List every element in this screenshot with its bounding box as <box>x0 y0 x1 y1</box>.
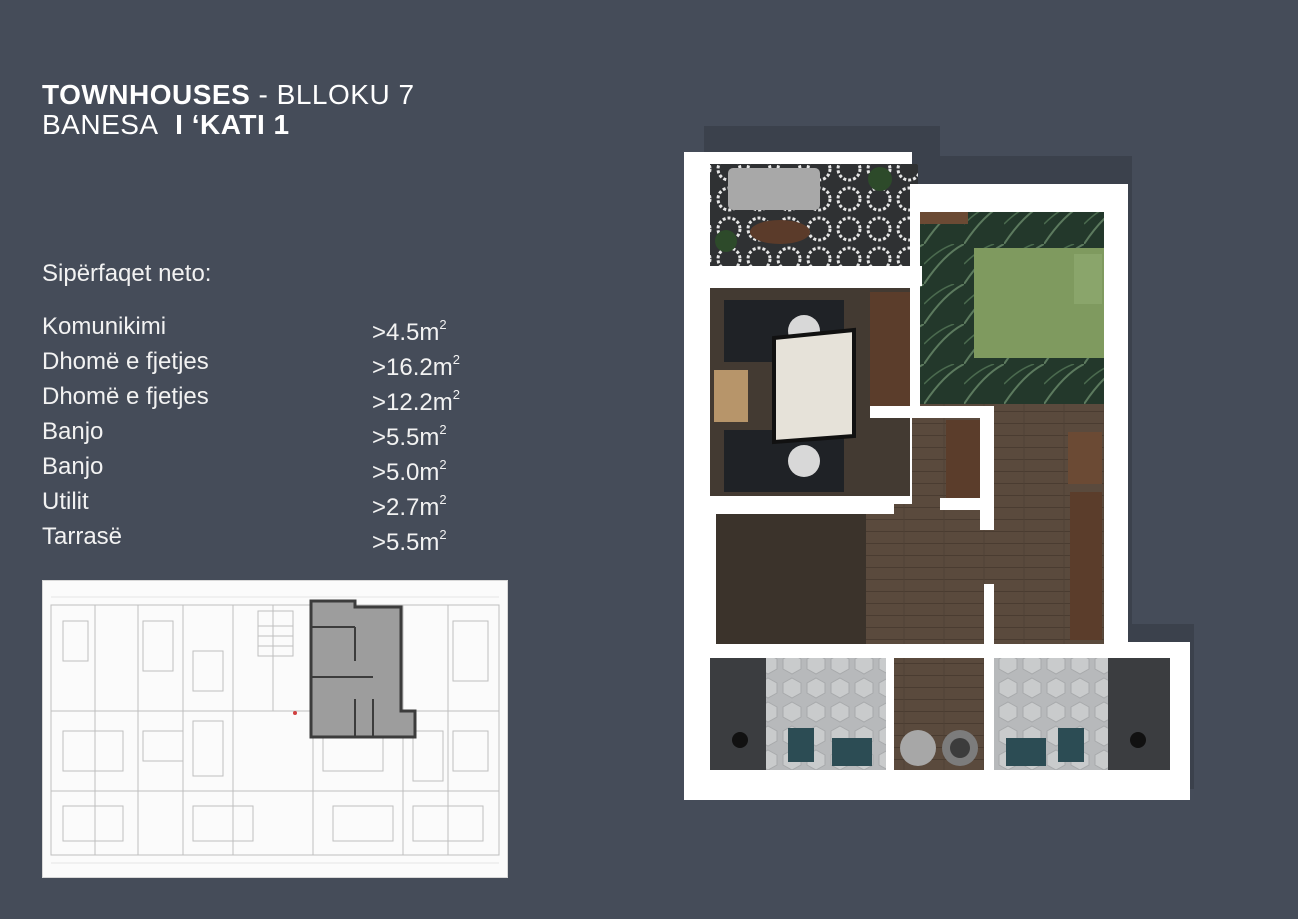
areas-table: Komunikimi>4.5m2 Dhomë e fjetjes>16.2m2 … <box>42 312 502 557</box>
area-name: Banjo <box>42 453 104 480</box>
area-value: >5.0m2 <box>372 457 447 486</box>
area-row: Utilit >2.7m2 <box>42 487 502 522</box>
highlighted-unit <box>309 599 417 739</box>
area-value: >2.7m2 <box>372 492 447 521</box>
key-plan <box>42 580 508 878</box>
title-line-1: TOWNHOUSES - BLLOKU 7 <box>42 80 415 110</box>
floor-plan <box>684 124 1219 804</box>
title-bold: TOWNHOUSES <box>42 79 251 110</box>
area-name: Dhomë e fjetjes <box>42 383 209 410</box>
subtitle-light: BANESA <box>42 109 159 140</box>
area-value: >16.2m2 <box>372 352 460 381</box>
floor-plan-drawing <box>684 126 1219 800</box>
area-row: Dhomë e fjetjes >12.2m2 <box>42 382 502 417</box>
area-value: >5.5m2 <box>372 527 447 556</box>
area-value: >4.5m2 <box>372 317 447 346</box>
area-row: Dhomë e fjetjes >16.2m2 <box>42 347 502 382</box>
page-title: TOWNHOUSES - BLLOKU 7 BANESA I ‘KATI 1 <box>42 80 415 140</box>
area-value: >5.5m2 <box>372 422 447 451</box>
area-row: Banjo >5.0m2 <box>42 452 502 487</box>
area-row: Komunikimi >4.5m2 <box>42 312 502 347</box>
title-line-2: BANESA I ‘KATI 1 <box>42 110 415 140</box>
area-name: Komunikimi <box>42 313 167 340</box>
areas-label: Sipërfaqet neto: <box>42 260 212 287</box>
subtitle-bold: I ‘KATI 1 <box>175 109 290 140</box>
area-row: Tarrasë >5.5m2 <box>42 522 502 557</box>
area-name: Banjo <box>42 418 104 445</box>
area-value: >12.2m2 <box>372 387 460 416</box>
area-row: Banjo >5.5m2 <box>42 417 502 452</box>
key-plan-drawing <box>50 596 500 864</box>
area-name: Dhomë e fjetjes <box>42 348 209 375</box>
area-name: Utilit <box>42 488 89 515</box>
title-rest: - BLLOKU 7 <box>250 79 415 110</box>
area-name: Tarrasë <box>42 523 123 550</box>
